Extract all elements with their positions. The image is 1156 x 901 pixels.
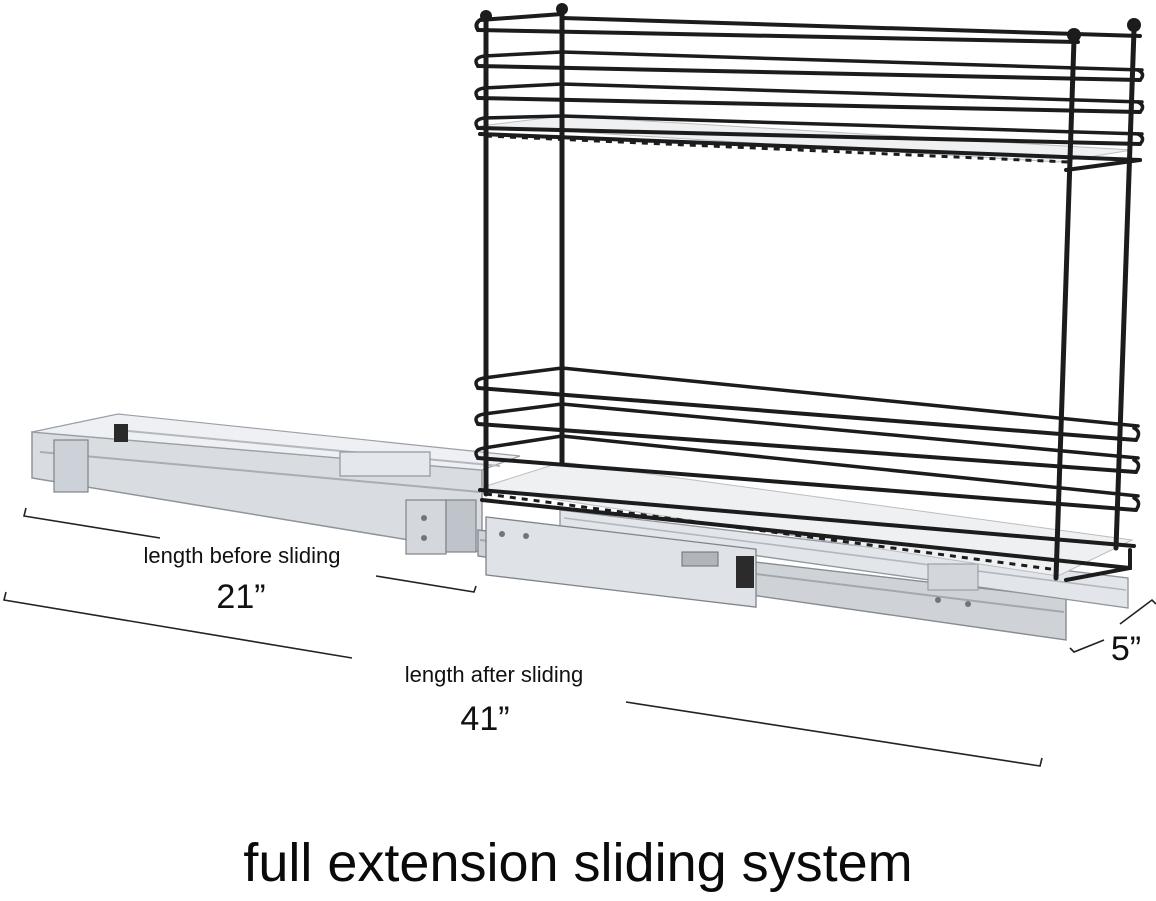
- wire-basket: [474, 3, 1145, 582]
- dim-depth-bottom: [1069, 639, 1105, 653]
- mount-bracket-side: [445, 499, 477, 553]
- bearing-cage: [485, 516, 757, 608]
- outer-rail-groove: [39, 451, 481, 493]
- length-before-label: length before sliding: [143, 543, 341, 568]
- rail-stopper: [114, 424, 128, 442]
- length-before-value: 21”: [216, 578, 266, 616]
- length-after-value: 41”: [460, 700, 510, 738]
- dim-before-left: [23, 507, 161, 539]
- post-front-right: [1053, 37, 1077, 581]
- finial: [556, 3, 568, 15]
- dimension-lines: [3, 507, 1156, 767]
- dim-depth-top: [1119, 598, 1156, 625]
- post-back-right: [1113, 27, 1137, 551]
- dim-after-left: [3, 591, 353, 659]
- mount-bracket: [405, 499, 447, 555]
- dim-before-right: [375, 575, 477, 593]
- depth-value: 5”: [1110, 630, 1142, 668]
- dim-after-right: [625, 701, 1043, 767]
- caption: full extension sliding system: [243, 833, 913, 893]
- finial: [1127, 18, 1141, 32]
- length-after-label: length after sliding: [404, 662, 584, 687]
- basket-floor-wires: [485, 134, 1069, 572]
- outer-rail-groove-2: [117, 429, 501, 467]
- slide-rail-assembly: [31, 413, 1129, 641]
- rail-clip: [339, 451, 431, 477]
- slide-release-lever: [736, 556, 754, 588]
- rail-end-bracket: [53, 439, 89, 493]
